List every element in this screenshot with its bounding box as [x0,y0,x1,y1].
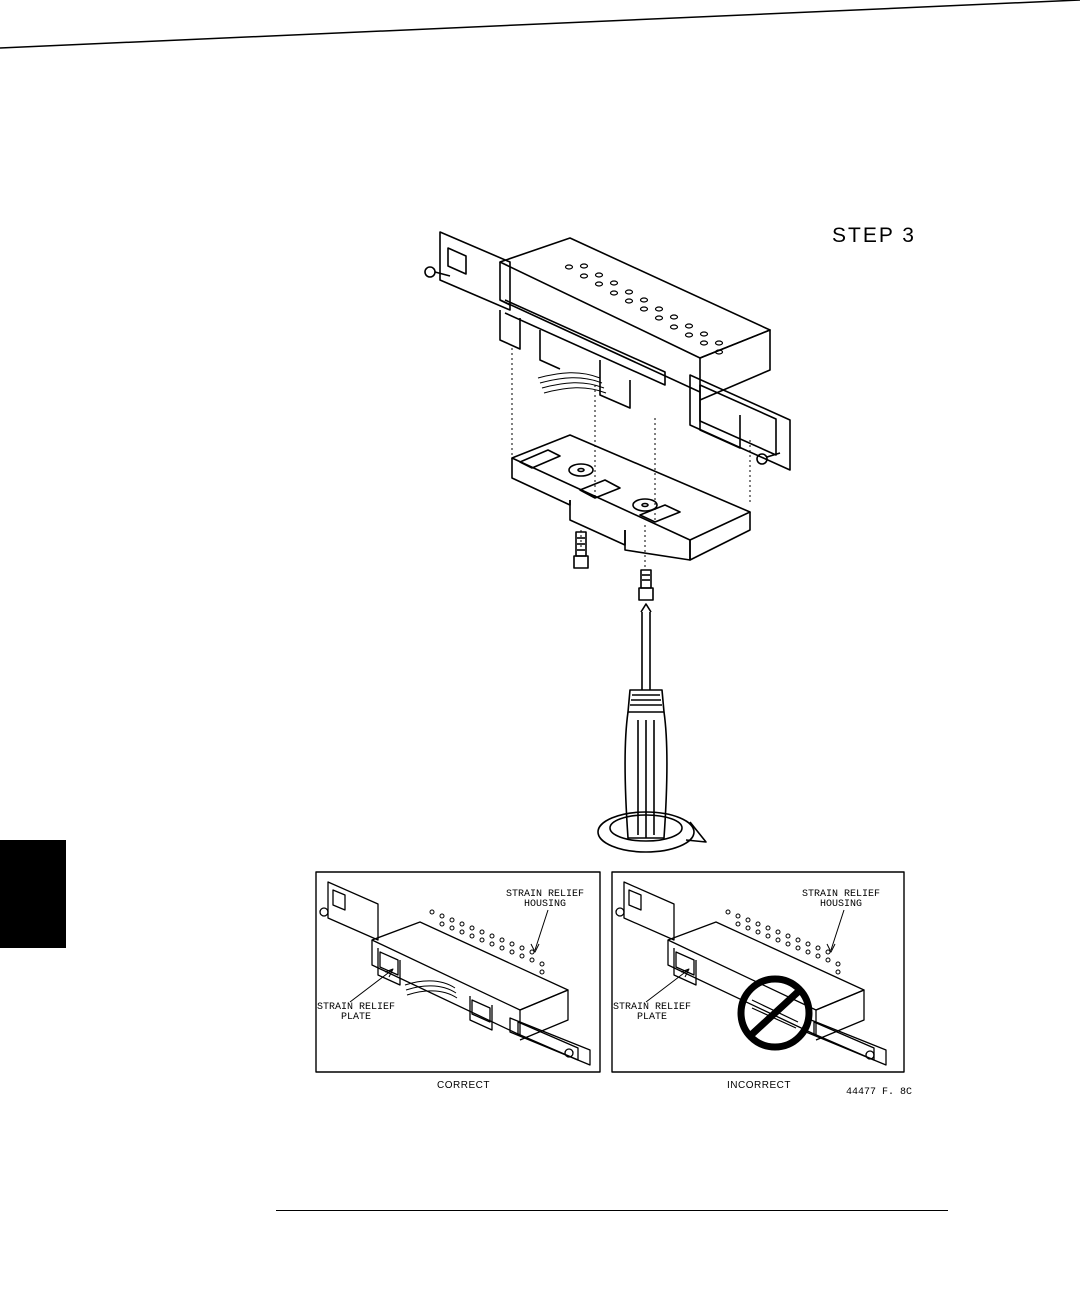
housing-label-line2: HOUSING [796,900,886,910]
screwdriver-icon [625,604,667,838]
prohibited-icon [741,979,809,1047]
wire-bundle [538,373,606,393]
rotate-arrow-icon [598,812,706,852]
panel-correct-housing-label: STRAIN RELIEF HOUSING [500,890,590,910]
panel-incorrect-plate-label: STRAIN RELIEF PLATE [612,1003,692,1023]
plate-label-line2: PLATE [316,1013,396,1023]
bottom-rule [276,1210,948,1211]
panel-incorrect-holes [726,910,840,974]
shoulder-screw-left [574,532,588,568]
plate-label-line2: PLATE [612,1013,692,1023]
caption-correct: CORRECT [437,1080,490,1091]
panel-correct-plate-label: STRAIN RELIEF PLATE [316,1003,396,1023]
shoulder-screw-right [639,570,653,600]
strain-relief-housing-main [440,232,790,470]
caption-incorrect: INCORRECT [727,1080,791,1091]
panel-correct-holes [430,910,544,974]
strain-relief-plate [512,435,750,560]
panel-incorrect-housing-label: STRAIN RELIEF HOUSING [796,890,886,910]
housing-label-line2: HOUSING [500,900,590,910]
figure-number: 44477 F. 8C [846,1087,912,1098]
